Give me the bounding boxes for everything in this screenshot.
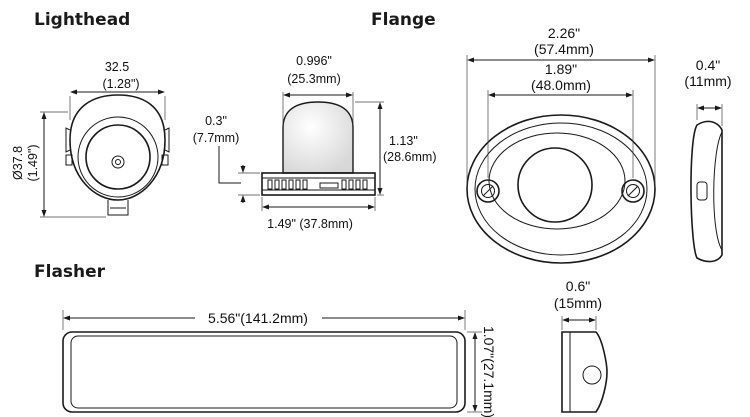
- lighthead-base-width: 1.49" (37.8mm): [267, 217, 353, 231]
- flasher-front-view: [62, 310, 482, 413]
- flasher-depth-in: 0.6": [566, 278, 590, 294]
- flasher-depth-mm: (15mm): [554, 295, 602, 311]
- lighthead-total-height-mm: (28.6mm): [383, 150, 436, 164]
- flange-hole-spacing-mm: (48.0mm): [531, 77, 591, 93]
- flange-title: Flange: [371, 10, 436, 30]
- lighthead-front-width-mm: 32.5: [105, 60, 129, 74]
- flange-hole-spacing-in: 1.89": [545, 61, 577, 77]
- lighthead-dome-width-in: 0.996": [296, 54, 332, 68]
- lighthead-side-view: [218, 92, 384, 211]
- lighthead-base-height-in: 0.3": [205, 114, 227, 128]
- lighthead-dome-width-mm: (25.3mm): [287, 72, 340, 86]
- flasher-length: 5.56"(141.2mm): [208, 310, 308, 326]
- flange-outer-width-in: 2.26": [548, 25, 580, 41]
- lighthead-front-height-in: (1.49"): [26, 144, 40, 181]
- flange-outer-width-mm: (57.4mm): [534, 41, 594, 57]
- flange-depth-mm: (11mm): [684, 73, 731, 89]
- flange-side-view: [690, 104, 723, 263]
- lighthead-total-height-in: 1.13": [389, 134, 418, 148]
- flange-front-view: [466, 55, 656, 264]
- lighthead-front-height-mm: Ø37.8: [11, 146, 25, 180]
- lighthead-front-view: [40, 89, 170, 218]
- flasher-side-view: [561, 316, 608, 413]
- flange-depth-in: 0.4": [696, 57, 720, 73]
- lighthead-front-width-in: (1.28"): [102, 77, 139, 91]
- flasher-height: 1.07"(27.1mm): [481, 326, 497, 417]
- flasher-title: Flasher: [34, 262, 106, 282]
- lighthead-title: Lighthead: [34, 10, 130, 30]
- lighthead-base-height-mm: (7.7mm): [193, 131, 240, 145]
